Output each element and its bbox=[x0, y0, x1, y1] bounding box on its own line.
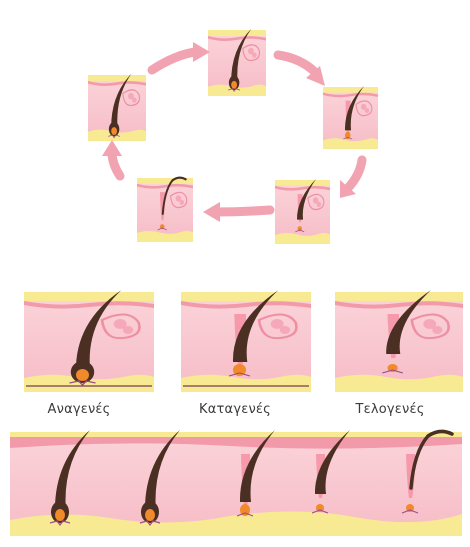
dermal-papilla bbox=[76, 369, 89, 381]
surface-layer bbox=[24, 292, 154, 301]
arrow-ring-4 bbox=[203, 202, 270, 222]
arrow-ring-2 bbox=[278, 55, 325, 86]
strip-surface bbox=[10, 432, 462, 437]
growth-stage-strip bbox=[10, 430, 462, 536]
dermal-papilla bbox=[231, 81, 237, 89]
dermal-papilla bbox=[145, 509, 155, 521]
arrow-ring-1 bbox=[152, 42, 210, 70]
surface-layer bbox=[208, 30, 266, 36]
cycle-tile-anagen bbox=[208, 29, 266, 96]
panel-telogen bbox=[335, 290, 463, 392]
surface-layer bbox=[88, 75, 146, 81]
phase-label-anagen: Αναγενές bbox=[19, 402, 139, 417]
phase-label-catagen: Καταγενές bbox=[175, 402, 295, 417]
cycle-tile-catagen bbox=[323, 86, 378, 149]
panel-anagen bbox=[24, 290, 154, 392]
surface-layer bbox=[335, 292, 463, 301]
cycle-tile-telogen bbox=[275, 179, 330, 244]
dermal-papilla bbox=[55, 509, 65, 521]
phase-label-telogen: Τελογενές bbox=[330, 402, 450, 417]
arrow-ring-5 bbox=[102, 140, 122, 176]
surface-layer bbox=[323, 87, 378, 93]
surface-layer bbox=[275, 180, 330, 186]
surface-layer bbox=[181, 292, 311, 301]
dermal-papilla bbox=[111, 127, 117, 135]
cycle-tile-exogen bbox=[137, 178, 193, 242]
cycle-tile-early-anagen bbox=[88, 74, 146, 141]
arrow-ring-3 bbox=[340, 160, 362, 198]
phase-panels bbox=[24, 290, 463, 392]
panel-catagen bbox=[181, 290, 311, 392]
